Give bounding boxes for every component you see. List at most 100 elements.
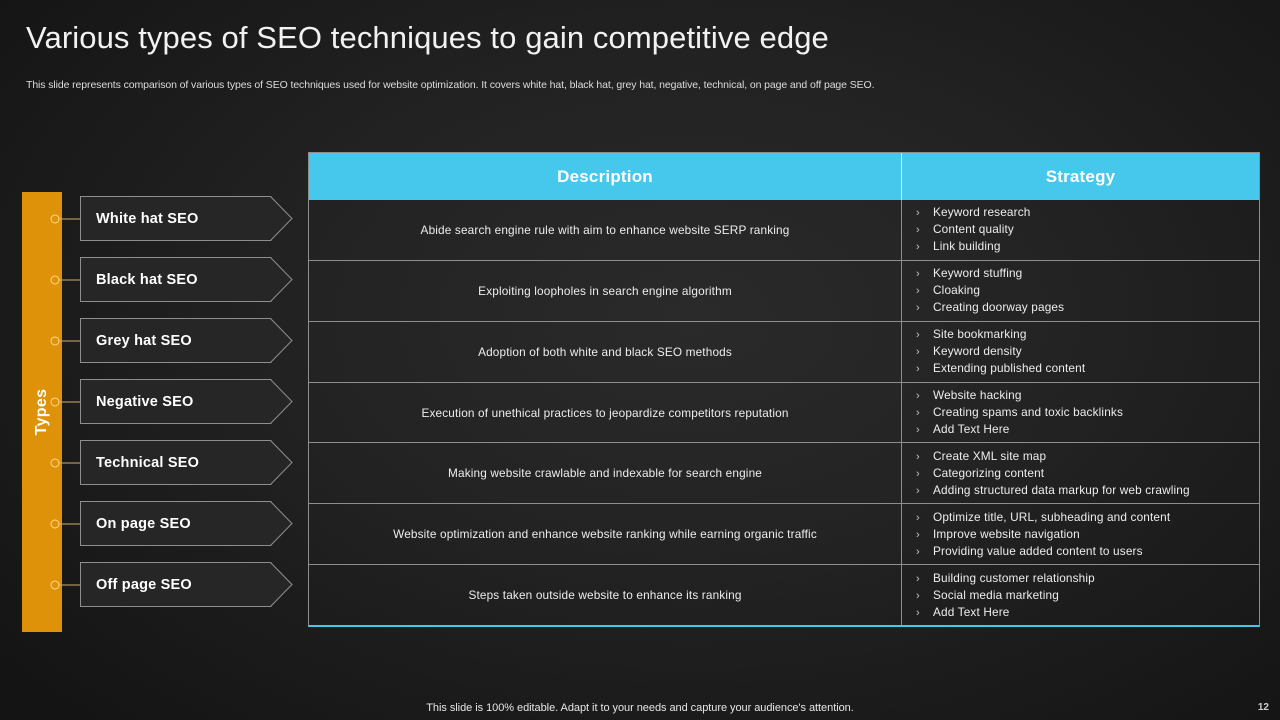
type-chip[interactable]: Negative SEO xyxy=(80,379,293,424)
chevron-right-icon: › xyxy=(916,285,920,298)
chevron-right-icon: › xyxy=(916,224,920,237)
strategy-bullet-label: Optimize title, URL, subheading and cont… xyxy=(933,509,1171,524)
strategy-bullet-label: Site bookmarking xyxy=(933,327,1027,342)
table-row: Steps taken outside website to enhance i… xyxy=(309,564,1259,626)
strategy-bullet: › Content quality xyxy=(916,221,1249,238)
type-chip[interactable]: Off page SEO xyxy=(80,562,293,607)
chevron-right-icon: › xyxy=(916,390,920,402)
type-chip[interactable]: Technical SEO xyxy=(80,440,293,485)
chevron-right-icon: › xyxy=(916,363,920,376)
type-item-1[interactable]: Black hat SEO xyxy=(50,257,298,302)
strategy-bullet: › Cloaking xyxy=(916,282,1249,299)
type-item-5[interactable]: On page SEO xyxy=(50,501,298,546)
strategy-bullet: › Creating spams and toxic backlinks xyxy=(916,404,1249,421)
type-connector-line xyxy=(53,401,81,402)
type-bullet-dot-icon xyxy=(50,275,60,284)
cell-description: Website optimization and enhance website… xyxy=(309,504,902,565)
strategy-bullet: ›Keyword density xyxy=(916,343,1249,360)
types-list: White hat SEO Black hat SEO Grey hat SEO Ne… xyxy=(50,196,298,628)
strategy-bullet: ›Add Text Here xyxy=(916,421,1249,438)
type-bullet-dot-icon xyxy=(50,336,60,345)
strategy-bullet-label: Categorizing content xyxy=(933,465,1045,480)
strategy-bullet-label: Providing value added content to users xyxy=(933,543,1143,558)
strategy-bullet-label: Create XML site map xyxy=(933,448,1047,463)
chevron-right-icon: › xyxy=(916,572,920,585)
table-row: Making website crawlable and indexable f… xyxy=(309,442,1259,504)
type-connector-line xyxy=(53,584,81,585)
chevron-right-icon: › xyxy=(916,302,920,315)
chevron-right-icon: › xyxy=(916,346,920,359)
table-header-row: Description Strategy xyxy=(309,153,1259,200)
cell-strategy: ›Building customer relationship›Social m… xyxy=(902,565,1259,625)
chevron-right-icon: › xyxy=(916,407,920,419)
strategy-bullet: › Providing value added content to users xyxy=(916,543,1249,560)
strategy-bullet-label: Add Text Here xyxy=(933,422,1010,436)
strategy-bullet-label: Extending published content xyxy=(933,361,1086,376)
strategy-bullet: › Site bookmarking xyxy=(916,326,1249,343)
type-connector-line xyxy=(53,523,81,524)
type-chip-label: White hat SEO xyxy=(96,210,199,227)
type-chip-label: Off page SEO xyxy=(96,576,192,593)
type-connector-line xyxy=(53,218,81,219)
chevron-right-icon: › xyxy=(916,241,920,254)
table-row: Website optimization and enhance website… xyxy=(309,503,1259,565)
type-bullet-dot-icon xyxy=(50,397,60,406)
table-row: Execution of unethical practices to jeop… xyxy=(309,381,1259,443)
table-row: Adoption of both white and black SEO met… xyxy=(309,320,1259,382)
type-chip[interactable]: On page SEO xyxy=(80,501,293,546)
types-rail: Types xyxy=(22,192,62,632)
type-chip-label: Negative SEO xyxy=(96,393,194,410)
strategy-bullet: › Adding structured data markup for web c… xyxy=(916,482,1249,499)
cell-description: Adoption of both white and black SEO met… xyxy=(309,321,902,382)
strategy-bullet: ›Keyword research xyxy=(916,204,1249,221)
type-item-0[interactable]: White hat SEO xyxy=(50,196,298,241)
strategy-bullet-label: Cloaking xyxy=(933,283,981,298)
chevron-right-icon: › xyxy=(916,545,920,558)
type-item-6[interactable]: Off page SEO xyxy=(50,562,298,607)
cell-description: Abide search engine rule with aim to enh… xyxy=(309,200,902,260)
chevron-right-icon: › xyxy=(916,329,920,342)
type-chip[interactable]: Grey hat SEO xyxy=(80,318,293,363)
chevron-right-icon: › xyxy=(916,606,920,619)
strategy-bullet-label: Content quality xyxy=(933,222,1014,237)
strategy-bullet: ›Add Text Here xyxy=(916,604,1249,621)
strategy-bullet-label: Adding structured data markup for web cr… xyxy=(933,482,1190,497)
table-body: Abide search engine rule with aim to enh… xyxy=(309,200,1259,626)
comparison-table: Description Strategy Abide search engine… xyxy=(308,152,1260,627)
strategy-bullet-label: Link building xyxy=(933,239,1001,254)
chevron-right-icon: › xyxy=(916,207,920,220)
type-chip[interactable]: White hat SEO xyxy=(80,196,293,241)
cell-description: Steps taken outside website to enhance i… xyxy=(309,565,902,626)
table-row: Abide search engine rule with aim to enh… xyxy=(309,200,1259,260)
type-bullet-dot-icon xyxy=(50,519,60,528)
strategy-bullet: › Extending published content xyxy=(916,360,1249,377)
column-header-description: Description xyxy=(309,153,902,200)
strategy-bullet-label: Creating doorway pages xyxy=(933,300,1065,315)
strategy-bullet: › Categorizing content xyxy=(916,465,1249,482)
strategy-bullet: ›Social media marketing xyxy=(916,587,1249,604)
type-item-3[interactable]: Negative SEO xyxy=(50,379,298,424)
chevron-right-icon: › xyxy=(916,511,920,524)
chevron-right-icon: › xyxy=(916,484,920,497)
cell-strategy: › Create XML site map › Categorizing conten… xyxy=(902,443,1259,503)
type-chip-label: Technical SEO xyxy=(96,454,200,471)
chevron-right-icon: › xyxy=(916,467,920,480)
strategy-bullet: › Optimize title, URL, subheading and con… xyxy=(916,509,1249,526)
type-item-4[interactable]: Technical SEO xyxy=(50,440,298,485)
strategy-bullet-label: Keyword stuffing xyxy=(933,266,1023,281)
type-item-2[interactable]: Grey hat SEO xyxy=(50,318,298,363)
chevron-right-icon: › xyxy=(916,450,920,463)
type-connector-line xyxy=(53,340,81,341)
strategy-bullet: ›Building customer relationship xyxy=(916,570,1249,587)
cell-strategy: ›Site bookmarking›Keyword density›Extend… xyxy=(902,322,1259,382)
cell-strategy: ›Keyword stuffing›Cloaking›Creating door… xyxy=(902,261,1259,321)
table-row: Exploiting loopholes in search engine al… xyxy=(309,259,1259,321)
strategy-bullet-label: Creating spams and toxic backlinks xyxy=(933,405,1124,419)
type-bullet-dot-icon xyxy=(50,458,60,467)
chevron-right-icon: › xyxy=(916,528,920,541)
strategy-bullet-label: Social media marketing xyxy=(933,587,1059,602)
type-chip[interactable]: Black hat SEO xyxy=(80,257,293,302)
cell-strategy: ›Website hacking›Creating spams and toxi… xyxy=(902,383,1259,443)
cell-description: Making website crawlable and indexable f… xyxy=(309,443,902,504)
